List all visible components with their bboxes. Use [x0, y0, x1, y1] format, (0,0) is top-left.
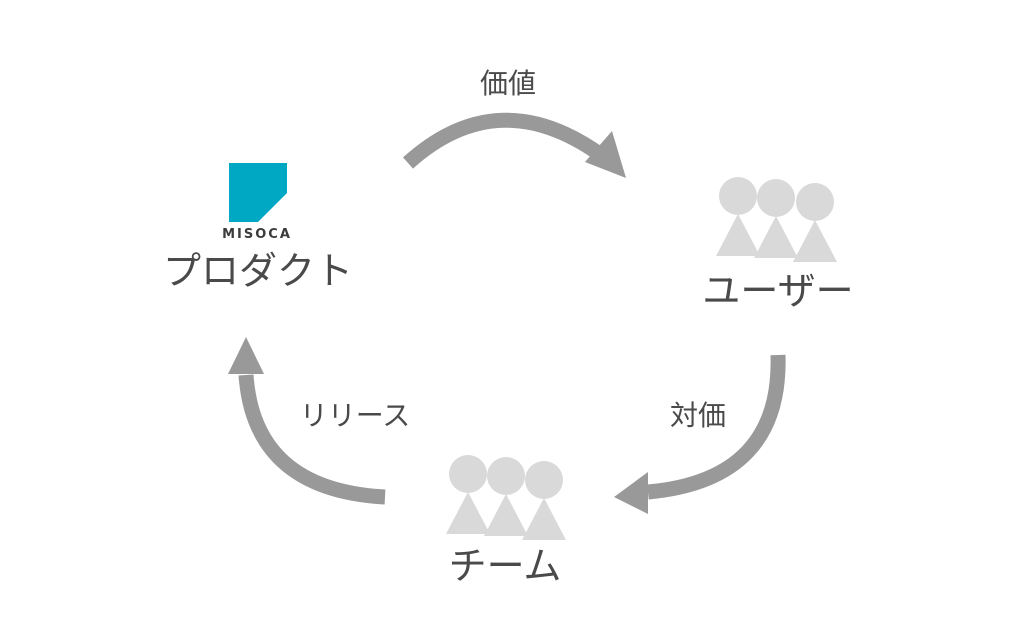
users-people-icon — [716, 177, 837, 262]
misoca-logo-icon — [229, 163, 287, 222]
team-label: チーム — [448, 544, 562, 588]
arrow-release — [228, 337, 386, 505]
edge-label-release: リリース — [299, 399, 411, 432]
users-label: ユーザー — [702, 269, 854, 313]
team-people-icon — [446, 455, 566, 540]
edge-label-payment: 対価 — [669, 399, 727, 432]
arrow-payment — [614, 354, 786, 514]
product-label: プロダクト — [162, 249, 354, 293]
edge-label-value: 価値 — [479, 67, 537, 100]
misoca-logo-text: MISOCA — [222, 227, 292, 242]
arrow-value — [402, 112, 626, 178]
